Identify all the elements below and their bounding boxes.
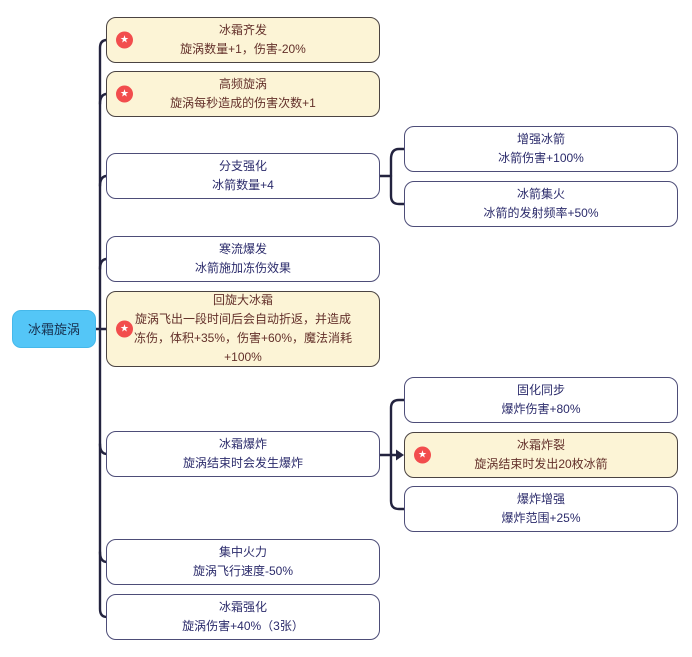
skill-node-frost-explosion[interactable]: 冰霜爆炸 旋涡结束时会发生爆炸 [106,431,380,477]
node-title: 回旋大冰霜 [212,293,273,307]
node-title: 冰霜旋涡 [28,321,81,337]
node-desc: 冰箭施加冻伤效果 [194,261,291,275]
skill-node-solidify-sync[interactable]: 固化同步 爆炸伤害+80% [404,377,678,423]
node-title: 分支强化 [218,159,267,173]
node-desc: 旋涡结束时会发生爆炸 [182,456,303,470]
node-desc: 旋涡结束时发出20枚冰箭 [474,457,608,471]
root-node-frost-vortex[interactable]: 冰霜旋涡 [12,310,96,348]
node-desc: 爆炸范围+25% [501,511,581,525]
star-icon: ★ [116,85,133,103]
skill-node-ice-arrow-focus[interactable]: 冰箭集火 冰箭的发射频率+50% [404,181,678,227]
node-desc: 旋涡飞出一段时间后会自动折返，并造成冻伤，体积+35%，伤害+60%，魔法消耗+… [133,312,353,364]
skill-node-returning-frost[interactable]: ★ 回旋大冰霜 旋涡飞出一段时间后会自动折返，并造成冻伤，体积+35%，伤害+6… [106,291,380,367]
node-desc: 旋涡每秒造成的伤害次数+1 [170,96,316,110]
skill-node-enhanced-ice-arrow[interactable]: 增强冰箭 冰箭伤害+100% [404,126,678,172]
node-desc: 冰箭伤害+100% [498,151,584,165]
node-desc: 爆炸伤害+80% [501,402,581,416]
node-title: 高频旋涡 [218,77,267,91]
star-icon: ★ [116,31,133,49]
node-title: 冰霜爆炸 [218,437,267,451]
node-title: 集中火力 [218,545,267,559]
node-title: 冰霜齐发 [218,23,267,37]
node-title: 爆炸增强 [516,492,565,506]
skill-node-branch-enhance[interactable]: 分支强化 冰箭数量+4 [106,153,380,199]
skill-node-explosion-enhance[interactable]: 爆炸增强 爆炸范围+25% [404,486,678,532]
node-title: 固化同步 [516,383,565,397]
skill-node-focused-fire[interactable]: 集中火力 旋涡飞行速度-50% [106,539,380,585]
node-title: 冰箭集火 [516,187,565,201]
skill-node-cold-burst[interactable]: 寒流爆发 冰箭施加冻伤效果 [106,236,380,282]
star-icon: ★ [116,320,133,338]
node-desc: 冰箭数量+4 [212,178,274,192]
node-title: 冰霜强化 [218,600,267,614]
skill-node-high-freq-vortex[interactable]: ★ 高频旋涡 旋涡每秒造成的伤害次数+1 [106,71,380,117]
node-desc: 冰箭的发射频率+50% [483,206,599,220]
node-title: 寒流爆发 [218,242,267,256]
skill-node-frost-shatter[interactable]: ★ 冰霜炸裂 旋涡结束时发出20枚冰箭 [404,432,678,478]
node-desc: 旋涡伤害+40%（3张） [182,619,304,633]
node-title: 增强冰箭 [516,132,565,146]
star-icon: ★ [414,446,431,464]
arrow-head-icon [396,449,404,461]
skill-node-frost-enhance[interactable]: 冰霜强化 旋涡伤害+40%（3张） [106,594,380,640]
node-title: 冰霜炸裂 [516,438,565,452]
skill-node-frost-volley[interactable]: ★ 冰霜齐发 旋涡数量+1，伤害-20% [106,17,380,63]
node-desc: 旋涡数量+1，伤害-20% [180,42,306,56]
node-desc: 旋涡飞行速度-50% [192,564,293,578]
